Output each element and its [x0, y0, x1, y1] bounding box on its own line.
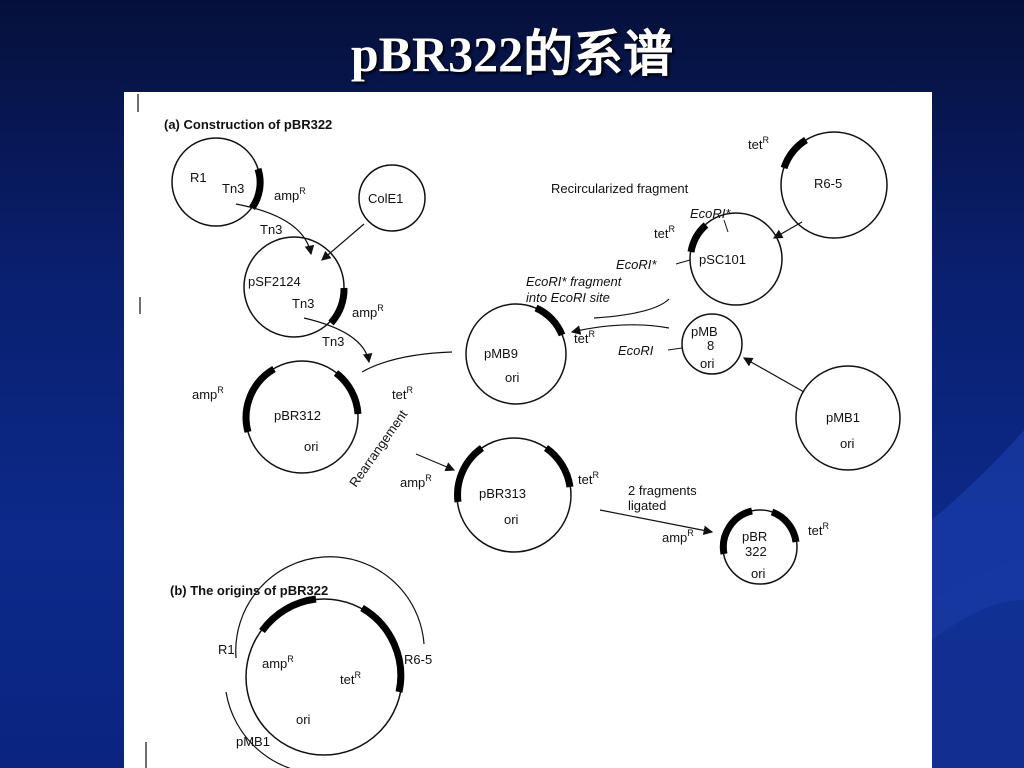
- plasmid-pbr312: pBR312 ori ampR tetR: [192, 360, 413, 474]
- ecori-fragment-label-1: EcoRI* fragment: [526, 274, 623, 289]
- svg-text:tetR: tetR: [340, 670, 361, 687]
- svg-text:R1: R1: [218, 642, 235, 657]
- slide-title: pBR322的系谱: [350, 26, 674, 82]
- svg-text:tetR: tetR: [654, 224, 675, 241]
- svg-text:ampR: ampR: [262, 654, 294, 671]
- svg-text:ori: ori: [505, 370, 520, 385]
- svg-text:ori: ori: [840, 436, 855, 451]
- plasmid-pmb1: pMB1 ori: [795, 365, 901, 471]
- svg-text:ampR: ampR: [352, 303, 384, 320]
- ecori-star-left: EcoRI*: [616, 257, 657, 272]
- svg-text:pMB9: pMB9: [484, 346, 518, 361]
- svg-text:tetR: tetR: [574, 329, 595, 346]
- svg-text:pBR: pBR: [742, 529, 767, 544]
- plasmid-psf2124: pSF2124 Tn3 ampR: [243, 236, 384, 338]
- svg-text:ampR: ampR: [192, 385, 224, 402]
- plasmid-r1: R1 Tn3 ampR: [171, 137, 306, 227]
- svg-text:8: 8: [707, 338, 714, 353]
- svg-text:tetR: tetR: [392, 385, 413, 402]
- svg-text:ampR: ampR: [400, 473, 432, 490]
- fragments-label-1: 2 fragments: [628, 483, 697, 498]
- plasmid-cole1: ColE1: [358, 164, 426, 232]
- tn3-label-a: Tn3: [260, 222, 282, 237]
- ecori-fragment-label-2: into EcoRI site: [526, 290, 610, 305]
- panel-b-heading: (b) The origins of pBR322: [170, 583, 328, 598]
- plasmid-r6-5: R6-5 tetR: [748, 131, 888, 239]
- svg-text:pMB1: pMB1: [236, 734, 270, 749]
- svg-text:pBR313: pBR313: [479, 486, 526, 501]
- svg-text:pMB: pMB: [691, 324, 718, 339]
- svg-text:Tn3: Tn3: [292, 296, 314, 311]
- svg-text:ori: ori: [751, 566, 766, 581]
- svg-text:pSF2124: pSF2124: [248, 274, 301, 289]
- svg-text:tetR: tetR: [748, 135, 769, 152]
- svg-text:R6-5: R6-5: [814, 176, 842, 191]
- ecori-pmb8-label: EcoRI: [618, 343, 654, 358]
- fragments-label-2: ligated: [628, 498, 666, 513]
- svg-text:Tn3: Tn3: [222, 181, 244, 196]
- svg-text:tetR: tetR: [578, 470, 599, 487]
- svg-text:pSC101: pSC101: [699, 252, 746, 267]
- ecori-star-top: EcoRI*: [690, 206, 731, 221]
- panel-a-heading: (a) Construction of pBR322: [164, 117, 332, 132]
- svg-text:pBR312: pBR312: [274, 408, 321, 423]
- svg-text:ampR: ampR: [274, 186, 306, 203]
- svg-text:ori: ori: [304, 439, 319, 454]
- tn3-label-b: Tn3: [322, 334, 344, 349]
- origins-diagram: R1 ampR tetR R6-5 ori pMB1: [218, 556, 432, 768]
- svg-text:ori: ori: [296, 712, 311, 727]
- svg-text:R6-5: R6-5: [404, 652, 432, 667]
- svg-text:ampR: ampR: [662, 528, 694, 545]
- svg-text:ColE1: ColE1: [368, 191, 403, 206]
- svg-text:tetR: tetR: [808, 521, 829, 538]
- svg-text:322: 322: [745, 544, 767, 559]
- recircularized-label: Recircularized fragment: [551, 181, 689, 196]
- plasmid-pbr322: pBR 322 ori ampR tetR: [662, 507, 829, 585]
- svg-text:pMB1: pMB1: [826, 410, 860, 425]
- svg-text:ori: ori: [504, 512, 519, 527]
- plasmid-pmb8: pMB 8 ori: [681, 313, 743, 375]
- plasmid-psc101: pSC101 tetR: [654, 212, 783, 306]
- svg-text:ori: ori: [700, 356, 715, 371]
- plasmid-pbr313: pBR313 ori ampR tetR: [400, 437, 599, 553]
- genealogy-diagram: (a) Construction of pBR322 R1 Tn3 ampR T…: [137, 94, 901, 768]
- pbr322-genealogy-figure: (a) Construction of pBR322 R1 Tn3 ampR T…: [124, 92, 932, 768]
- plasmid-pmb9: pMB9 ori tetR: [465, 303, 595, 405]
- svg-text:R1: R1: [190, 170, 207, 185]
